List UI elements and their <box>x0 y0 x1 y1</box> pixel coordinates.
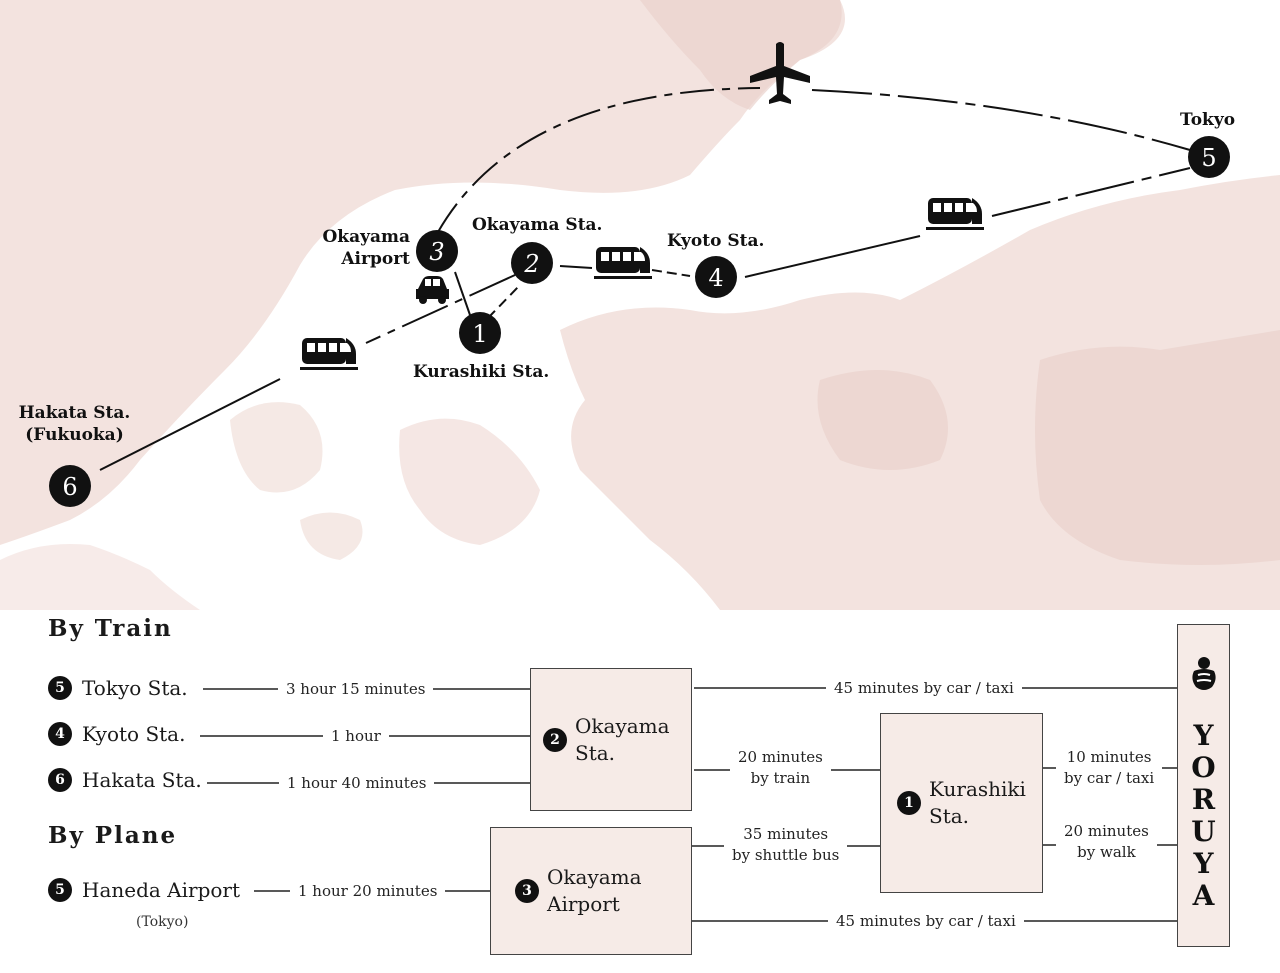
station-label-line: (Fukuoka) <box>25 425 124 445</box>
yoruya-letter: Y <box>1193 847 1214 880</box>
station-marker-3: 3 <box>416 230 458 272</box>
station-number-badge: 6 <box>48 768 72 792</box>
origin-name: Hakata Sta. <box>82 768 202 792</box>
yoruya-letter: R <box>1191 783 1216 816</box>
station-marker-2: 2 <box>511 242 553 284</box>
yoruya-letter: O <box>1191 751 1216 784</box>
duration-line: by shuttle bus <box>732 846 840 864</box>
hub-name-line: Okayama <box>547 865 642 889</box>
origin-kyoto: 4 Kyoto Sta. <box>48 722 185 746</box>
station-number-badge: 3 <box>515 879 539 903</box>
station-number-badge: 5 <box>48 878 72 902</box>
route-map: 1 2 3 4 5 6 <box>0 0 1280 610</box>
svg-text:3: 3 <box>429 238 444 266</box>
hub-name-line: Kurashiki <box>929 777 1026 801</box>
origin-haneda-sub: (Tokyo) <box>136 914 189 930</box>
duration-line: 35 minutes <box>743 825 829 843</box>
origin-name: Haneda Airport <box>82 878 241 902</box>
station-number-badge: 1 <box>897 791 921 815</box>
station-label-kurashiki: Kurashiki Sta. <box>413 362 550 382</box>
duration-line: by train <box>750 769 811 787</box>
origin-hakata: 6 Hakata Sta. <box>48 768 202 792</box>
duration-tokyo: 3 hour 15 minutes <box>278 680 434 698</box>
duration-kurashiki-to-yoruya-car: 10 minutes by car / taxi <box>1056 747 1163 789</box>
duration-line: by walk <box>1077 843 1136 861</box>
station-marker-5: 5 <box>1188 136 1230 178</box>
origin-tokyo: 5 Tokyo Sta. <box>48 676 188 700</box>
station-marker-4: 4 <box>695 256 737 298</box>
duration-okayama-to-yoruya: 45 minutes by car / taxi <box>826 679 1022 697</box>
route-lines <box>99 87 1191 471</box>
car-icon <box>416 276 449 304</box>
duration-line: by car / taxi <box>1064 769 1155 787</box>
svg-text:2: 2 <box>523 250 539 278</box>
hub-name: Okayama Airport <box>547 864 642 918</box>
by-train-title: By Train <box>48 615 173 642</box>
duration-okayama-to-kurashiki: 20 minutes by train <box>730 747 831 789</box>
duration-line: 10 minutes <box>1066 748 1152 766</box>
yoruya-letter: Y <box>1193 719 1214 752</box>
hub-name-line: Sta. <box>929 804 970 828</box>
duration-haneda: 1 hour 20 minutes <box>290 882 446 900</box>
station-number-badge: 5 <box>48 676 72 700</box>
station-number-badge: 4 <box>48 722 72 746</box>
hub-okayama-sta: 2 Okayama Sta. <box>530 668 692 811</box>
station-marker-6: 6 <box>49 465 91 507</box>
station-number-badge: 2 <box>543 727 567 752</box>
station-label-kyoto: Kyoto Sta. <box>667 231 765 251</box>
station-label-hakata: Hakata Sta. (Fukuoka) <box>12 402 137 446</box>
destination-yoruya: Y O R U Y A <box>1177 624 1230 947</box>
svg-text:5: 5 <box>1201 144 1216 172</box>
station-label-okayama-airport: Okayama Airport <box>320 226 411 270</box>
yoruya-letter: A <box>1192 879 1215 912</box>
svg-text:6: 6 <box>62 473 77 501</box>
station-label-tokyo: Tokyo <box>1180 110 1236 130</box>
by-plane-title: By Plane <box>48 822 178 849</box>
land-shading <box>640 0 1280 565</box>
duration-hakata: 1 hour 40 minutes <box>279 774 435 792</box>
plane-icon <box>750 42 810 104</box>
station-label-okayama: Okayama Sta. <box>472 215 603 235</box>
hub-name: Kurashiki Sta. <box>929 776 1026 830</box>
duration-kyoto: 1 hour <box>323 727 389 745</box>
duration-airport-to-yoruya: 45 minutes by car / taxi <box>828 912 1024 930</box>
origin-name: Kyoto Sta. <box>82 722 186 746</box>
yoruya-letter: U <box>1191 815 1216 848</box>
duration-line: 20 minutes <box>738 748 823 766</box>
hub-name: Okayama Sta. <box>575 713 670 767</box>
yoruya-crest-icon <box>1192 657 1216 690</box>
station-label-line: Hakata Sta. <box>18 403 131 423</box>
svg-text:4: 4 <box>708 264 723 292</box>
duration-line: 20 minutes <box>1064 822 1149 840</box>
svg-text:1: 1 <box>472 320 487 348</box>
duration-airport-to-kurashiki: 35 minutes by shuttle bus <box>724 824 848 866</box>
train-icon <box>300 338 358 370</box>
train-icon <box>594 247 652 279</box>
origin-haneda: 5 Haneda Airport <box>48 878 240 902</box>
hub-name-line: Sta. <box>575 740 616 765</box>
station-marker-1: 1 <box>459 312 501 354</box>
train-icon <box>926 198 984 230</box>
hub-kurashiki-sta: 1 Kurashiki Sta. <box>880 713 1043 893</box>
station-label-line: Okayama <box>322 227 411 247</box>
hub-name-line: Airport <box>547 892 620 916</box>
hub-okayama-airport: 3 Okayama Airport <box>490 827 692 955</box>
station-label-line: Airport <box>341 249 410 269</box>
origin-name: Tokyo Sta. <box>82 676 188 700</box>
duration-kurashiki-to-yoruya-walk: 20 minutes by walk <box>1056 821 1157 863</box>
hub-name-line: Okayama <box>575 713 670 738</box>
